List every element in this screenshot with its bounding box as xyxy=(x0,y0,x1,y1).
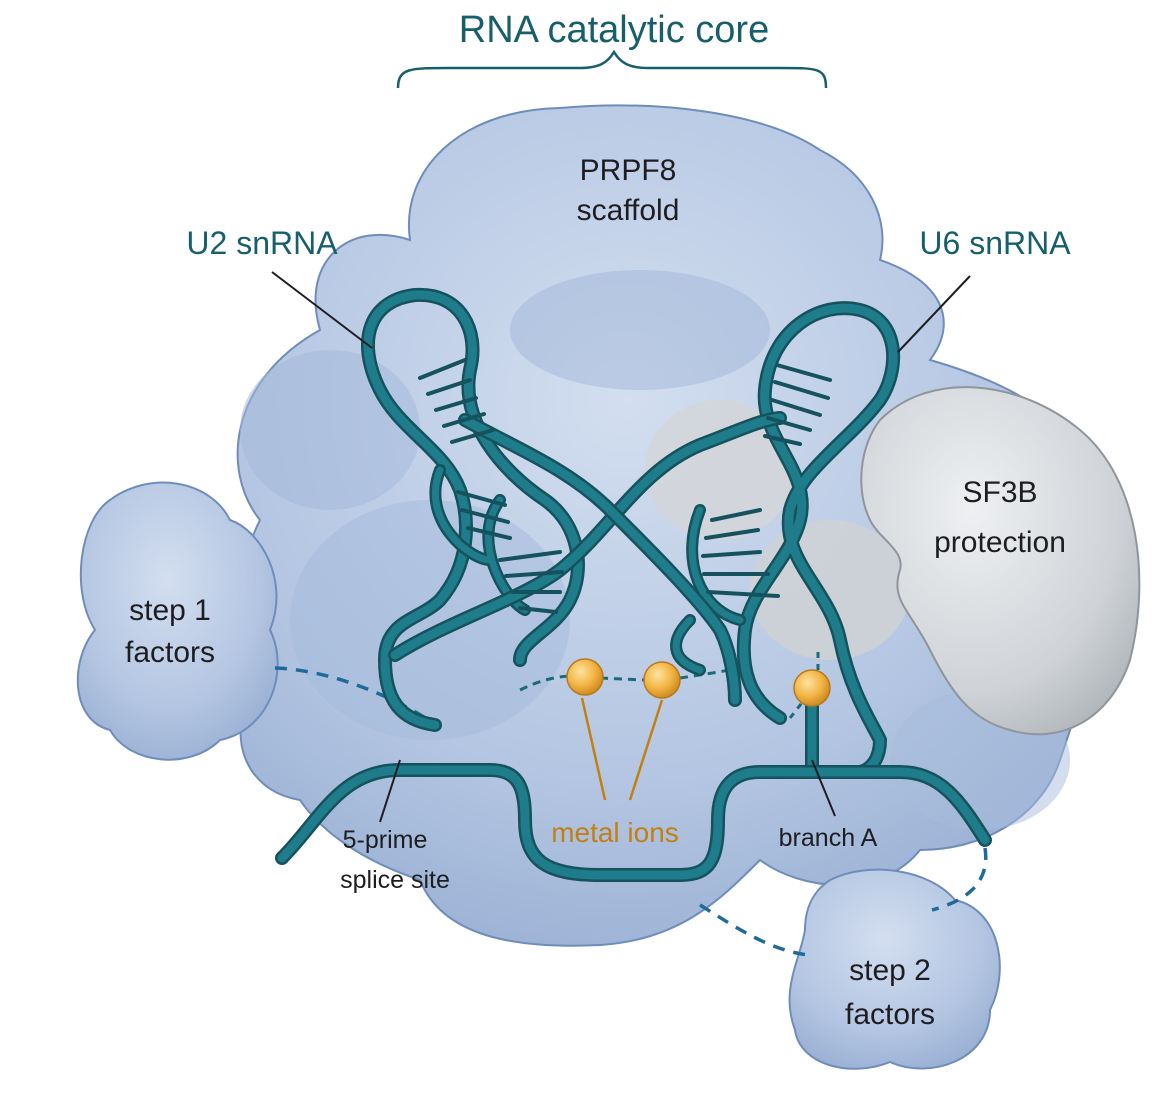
rna-strands xyxy=(275,287,992,882)
sf3b-protein xyxy=(860,386,1141,736)
five-prime-label-line2: splice site xyxy=(340,866,450,894)
scaffold-lobe xyxy=(510,270,770,390)
five-prime-leader-line xyxy=(379,759,401,823)
step2-dashed-link xyxy=(699,903,809,957)
u6-snrna-label: U6 snRNA xyxy=(919,225,1071,261)
prpf8-label-line2: scaffold xyxy=(577,194,680,227)
metal-ion xyxy=(793,669,831,707)
core-bracket xyxy=(396,49,828,89)
base-pair-rungs xyxy=(418,358,832,614)
scaffold-lobe xyxy=(290,500,570,740)
step1-label: step 1 xyxy=(129,594,211,627)
step2-label-line2: factors xyxy=(845,998,935,1031)
sf3b-label-line2: protection xyxy=(934,526,1066,559)
u6-leader-line xyxy=(897,275,971,353)
scaffold-lobe xyxy=(240,350,420,510)
prpf8-label: PRPF8 xyxy=(580,154,677,187)
gray-lobe xyxy=(645,400,795,540)
metal-ions-pointer xyxy=(580,697,664,801)
u2-leader-line xyxy=(271,271,373,349)
step2-dashed-link xyxy=(931,847,988,912)
five-prime-label: 5-prime xyxy=(343,826,428,854)
sf3b-label: SF3B xyxy=(962,476,1037,509)
branch-a-leader-line xyxy=(811,759,836,817)
step1-factors-protein xyxy=(76,481,279,761)
branch-a-label: branch A xyxy=(779,824,878,852)
metal-ions-label: metal ions xyxy=(551,817,679,848)
u2-snrna-label: U2 snRNA xyxy=(186,225,338,261)
metal-ions xyxy=(566,658,831,707)
step1-label-line2: factors xyxy=(125,636,215,669)
metal-ion xyxy=(566,658,604,696)
metal-ion xyxy=(643,661,681,699)
step2-label: step 2 xyxy=(849,954,931,987)
diagram-title: RNA catalytic core xyxy=(459,9,769,51)
